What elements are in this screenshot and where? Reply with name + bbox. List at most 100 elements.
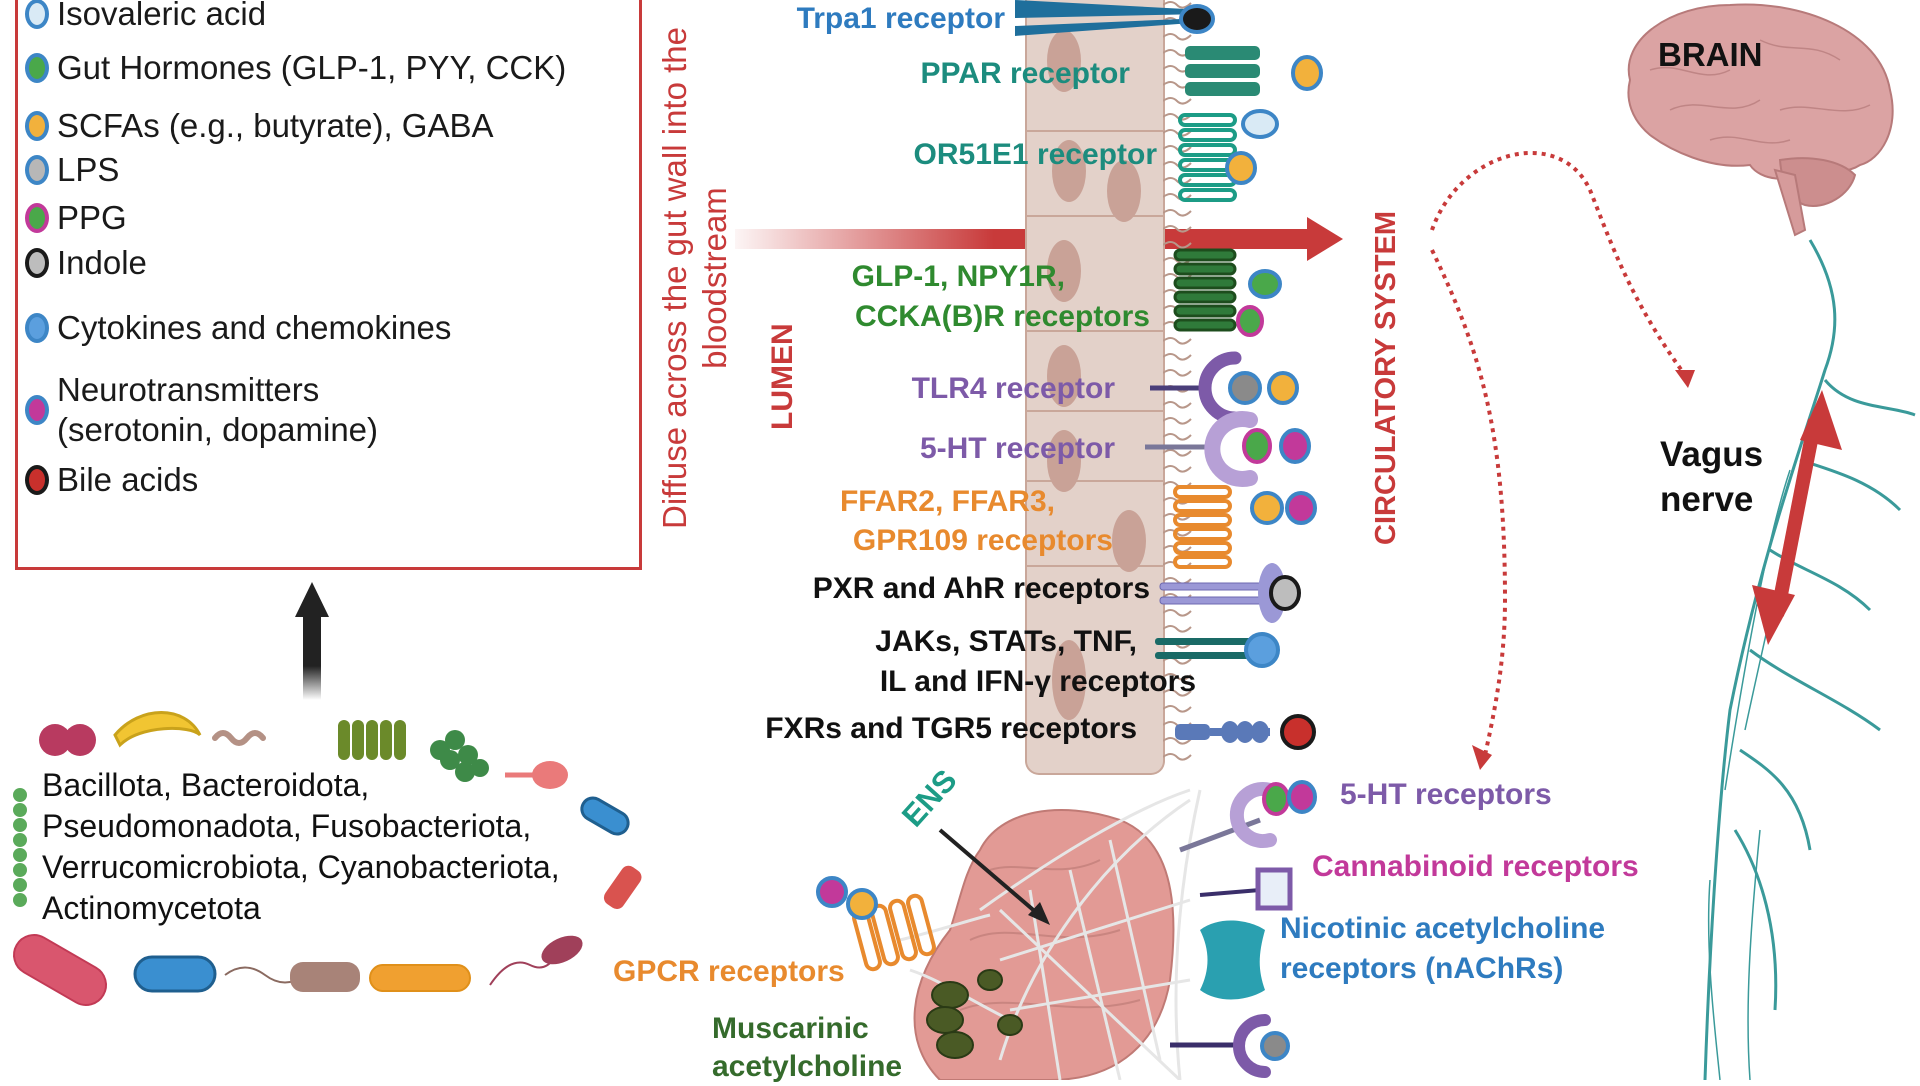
ens-receptor-label: acetylcholine (712, 1050, 903, 1083)
nucleus (1112, 510, 1146, 572)
legend-item: Bile acids (25, 460, 198, 500)
ligand-icon (1250, 491, 1284, 525)
receptor-label: PPAR receptor (920, 57, 1130, 90)
5ht-ligands (1262, 780, 1317, 816)
legend-swatch-icon (25, 53, 49, 83)
cell-boundary (1027, 215, 1163, 217)
legend-item: PPG (25, 198, 127, 238)
receptor-label: CCKA(B)R receptors (854, 300, 1150, 333)
streptococcus-chain-icon (13, 788, 27, 907)
diffuse-line-2: bloodstream (696, 187, 733, 369)
legend-label: Cytokines and chemokines (57, 309, 452, 346)
ligand-icon (1248, 269, 1282, 299)
circulatory-system-label: CIRCULATORY SYSTEM (1370, 210, 1402, 545)
ligand-icon (1225, 151, 1257, 185)
ffar-receptor-icon (1173, 485, 1232, 569)
palisade-bacteria-icon (338, 720, 406, 760)
lumen-label: LUMEN (766, 323, 799, 430)
bacteria-illustrations (13, 711, 642, 1006)
nucleus (1047, 345, 1081, 407)
trpa1-receptor-icon (1015, 18, 1205, 36)
ens-receptor-label: Muscarinic (712, 1012, 869, 1045)
vagus-label-line-1: Vagus (1660, 435, 1764, 474)
ens-receptor-label: GPCR receptors (613, 955, 845, 988)
jak-receptor-icon (1155, 638, 1255, 645)
staphylococcus-icon (430, 730, 489, 782)
phyla-line: Pseudomonadota, Fusobacteriota, (42, 808, 532, 844)
helicobacter-icon (603, 865, 642, 910)
legend-label: LPS (57, 151, 120, 188)
ligand-icon (1236, 305, 1264, 337)
receptor-label: FFAR2, FFAR3, (839, 485, 1055, 518)
ligand-icon (1267, 371, 1299, 405)
spirillum-icon (212, 730, 266, 746)
legend-swatch-icon (25, 395, 49, 425)
nucleus (1047, 430, 1081, 492)
legend-item: LPS (25, 150, 119, 190)
vagus-bidirectional-arrow (1752, 390, 1842, 645)
ligand-icon (1280, 714, 1316, 750)
brain-label: BRAIN (1658, 36, 1763, 73)
receptor-label: OR51E1 receptor (913, 138, 1157, 171)
legend-label: Isovaleric acid (57, 0, 267, 32)
ligand-icon (1285, 491, 1317, 525)
vagus-nerve-label: Vagus nerve (1660, 432, 1763, 522)
dotted-arrow-to-ens (1430, 249, 1508, 756)
ligand-icon (1279, 428, 1311, 464)
or51e1-receptor-icon (1178, 113, 1237, 202)
legend-swatch-icon (25, 155, 49, 185)
legend-label: Bile acids (57, 461, 199, 498)
vibrio-icon (113, 711, 202, 748)
gram-negative-icon (133, 955, 217, 993)
glp1-receptor-icon (1173, 248, 1237, 332)
receptor-label: FXRs and TGR5 receptors (765, 712, 1137, 745)
legend-item: Indole (25, 243, 147, 283)
diffuse-line-1: Diffuse across the gut wall into the (656, 27, 693, 529)
tlr4-receptor-icon (1233, 1014, 1271, 1078)
cell-boundary (1027, 130, 1163, 132)
ens-receptor-label: 5-HT receptors (1340, 778, 1552, 811)
receptor-label: GLP-1, NPY1R, (851, 260, 1065, 293)
legend-item: Isovaleric acid (25, 0, 266, 34)
upward-arrow (295, 582, 329, 700)
campylobacter-icon (489, 935, 583, 986)
receptor-label: JAKs, STATs, TNF, (875, 625, 1137, 658)
legend-swatch-icon (25, 0, 49, 29)
ligand-icon (816, 876, 848, 908)
receptor-label: IL and IFN-γ receptors (879, 665, 1196, 698)
gut-wall (1025, 0, 1165, 775)
ligand-icon (1242, 428, 1272, 464)
ligand-icon (1228, 371, 1262, 405)
legend-swatch-icon (25, 465, 49, 495)
nicotinic-receptor-icon (1200, 920, 1265, 1000)
ligand-icon (846, 888, 878, 920)
brain-illustration (1627, 3, 1894, 237)
nucleus (1052, 640, 1086, 720)
5ht-receptor-icon (1204, 411, 1258, 487)
receptor-label: TLR4 receptor (911, 372, 1115, 405)
ligand-icon (1260, 1031, 1290, 1061)
legend-box (15, 0, 642, 570)
legend-swatch-icon (25, 313, 49, 343)
receptor-label: GPR109 receptors (852, 524, 1113, 557)
pxr-receptor-icon (1159, 582, 1271, 591)
ens-receptor-label: receptors (nAChRs) (1280, 952, 1564, 985)
nucleus (1047, 30, 1081, 92)
legend-swatch-icon (25, 248, 49, 278)
legend-swatch-icon (25, 111, 49, 141)
tlr4-receptor-icon (1198, 351, 1242, 425)
cell-boundary (1027, 410, 1163, 412)
phyla-line: Bacillota, Bacteroidota, (42, 767, 370, 803)
flagellated-bacterium-icon (505, 761, 568, 789)
phyla-line: Actinomycetota (42, 890, 261, 926)
diplococcus-icon (39, 724, 96, 756)
cell-boundary (1027, 330, 1163, 332)
legend-label: SCFAs (e.g., butyrate), GABA (57, 107, 494, 144)
legend-label: PPG (57, 199, 127, 236)
phyla-line: Verrucomicrobiota, Cyanobacteriota, (42, 849, 560, 885)
legend-label: Indole (57, 244, 147, 281)
legend-item: SCFAs (e.g., butyrate), GABA (25, 106, 494, 146)
vagus-label-line-2: nerve (1660, 480, 1754, 519)
ens-receptor-label: Cannabinoid receptors (1312, 850, 1639, 883)
legend-label: Gut Hormones (GLP-1, PYY, CCK) (57, 49, 567, 86)
